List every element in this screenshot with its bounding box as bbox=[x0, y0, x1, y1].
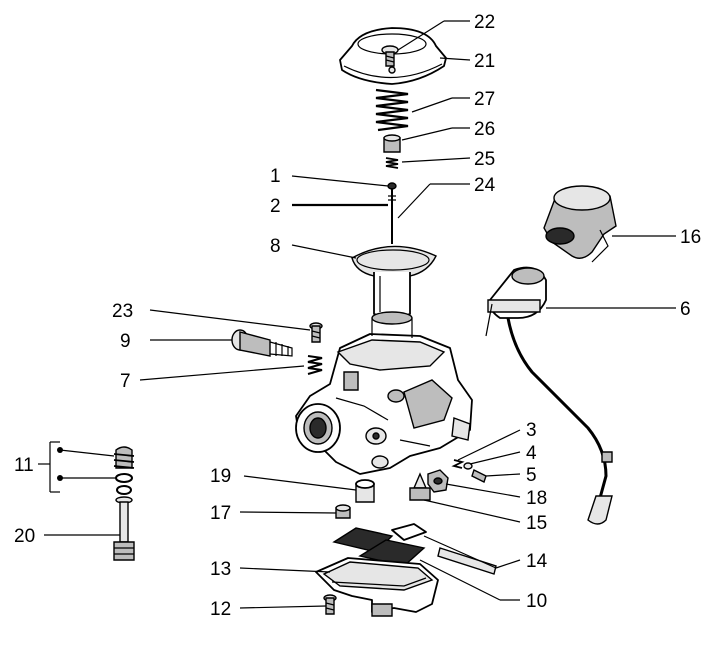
callout-20: 20 bbox=[14, 526, 35, 547]
part-screw-set-3-4-5 bbox=[451, 459, 487, 483]
callout-23: 23 bbox=[112, 301, 133, 322]
part-jet-17 bbox=[335, 504, 351, 519]
callout-labels: 22 21 27 26 25 24 1 2 8 16 6 23 9 7 11 2… bbox=[14, 12, 701, 620]
callout-8: 8 bbox=[270, 236, 281, 257]
leader-26 bbox=[401, 127, 453, 141]
leader-19 bbox=[243, 475, 357, 491]
callout-6: 6 bbox=[680, 299, 691, 320]
leader-23 bbox=[149, 309, 311, 331]
leader-27 bbox=[411, 97, 453, 113]
leader-3 bbox=[457, 429, 521, 461]
part-screw-23 bbox=[309, 322, 323, 343]
leader-5 bbox=[485, 473, 521, 477]
callout-14: 14 bbox=[526, 551, 548, 572]
leader-15 bbox=[423, 499, 521, 523]
leader-8 bbox=[291, 244, 357, 259]
part-rubber-boot bbox=[543, 185, 617, 263]
part-mixture-screw-set bbox=[113, 446, 135, 495]
part-nut-18 bbox=[427, 469, 449, 493]
part-carburetor-body bbox=[295, 311, 473, 475]
leader-25 bbox=[401, 157, 471, 163]
callout-7: 7 bbox=[120, 371, 131, 392]
callout-22: 22 bbox=[474, 12, 495, 33]
callout-21: 21 bbox=[474, 51, 495, 72]
part-float-pin bbox=[437, 547, 497, 575]
callout-10: 10 bbox=[526, 591, 547, 612]
leader-17 bbox=[239, 511, 337, 514]
part-spring bbox=[375, 88, 409, 132]
part-auto-choke bbox=[485, 266, 613, 525]
callout-19: 19 bbox=[210, 466, 231, 487]
leader-1 bbox=[291, 175, 389, 187]
callout-26: 26 bbox=[474, 119, 495, 140]
callout-18: 18 bbox=[526, 488, 547, 509]
callout-25: 25 bbox=[474, 149, 495, 170]
part-jet-19 bbox=[355, 479, 375, 503]
leader-18 bbox=[445, 483, 521, 498]
callout-4: 4 bbox=[526, 443, 537, 464]
callout-3: 3 bbox=[526, 420, 537, 441]
callout-9: 9 bbox=[120, 331, 131, 352]
leader-7 bbox=[139, 365, 305, 381]
part-bowl-screw bbox=[323, 594, 337, 615]
leader-11-dot-2 bbox=[57, 475, 63, 481]
part-diaphragm-piston bbox=[351, 245, 437, 318]
leader-14b bbox=[423, 535, 497, 569]
callout-2: 2 bbox=[270, 196, 281, 217]
callout-27: 27 bbox=[474, 89, 495, 110]
leader-12 bbox=[239, 605, 327, 609]
part-jet-needle bbox=[387, 182, 397, 244]
leader-lines bbox=[38, 20, 676, 609]
part-idle-screw bbox=[231, 329, 293, 357]
leader-13 bbox=[239, 567, 331, 573]
part-long-screw bbox=[113, 496, 135, 561]
leader-10 bbox=[419, 559, 501, 601]
part-idle-spring bbox=[307, 355, 323, 375]
leader-24 bbox=[397, 183, 431, 219]
leader-21 bbox=[439, 57, 471, 61]
leader-22 bbox=[397, 20, 445, 51]
callout-15: 15 bbox=[526, 513, 547, 534]
part-small-spring bbox=[385, 157, 399, 169]
leader-11-dot-1 bbox=[57, 447, 63, 453]
callout-5: 5 bbox=[526, 465, 537, 486]
callout-13: 13 bbox=[210, 559, 231, 580]
callout-1: 1 bbox=[270, 166, 281, 187]
callout-16: 16 bbox=[680, 227, 701, 248]
leader-4 bbox=[469, 451, 521, 465]
callout-24: 24 bbox=[474, 175, 496, 196]
part-float-needle bbox=[409, 472, 431, 501]
callout-17: 17 bbox=[210, 503, 231, 524]
leader-14 bbox=[495, 559, 521, 569]
callout-12: 12 bbox=[210, 599, 231, 620]
part-float-bowl bbox=[315, 557, 439, 617]
leader-11c bbox=[59, 449, 115, 457]
part-spring-seat bbox=[383, 134, 401, 153]
callout-11: 11 bbox=[14, 455, 34, 476]
